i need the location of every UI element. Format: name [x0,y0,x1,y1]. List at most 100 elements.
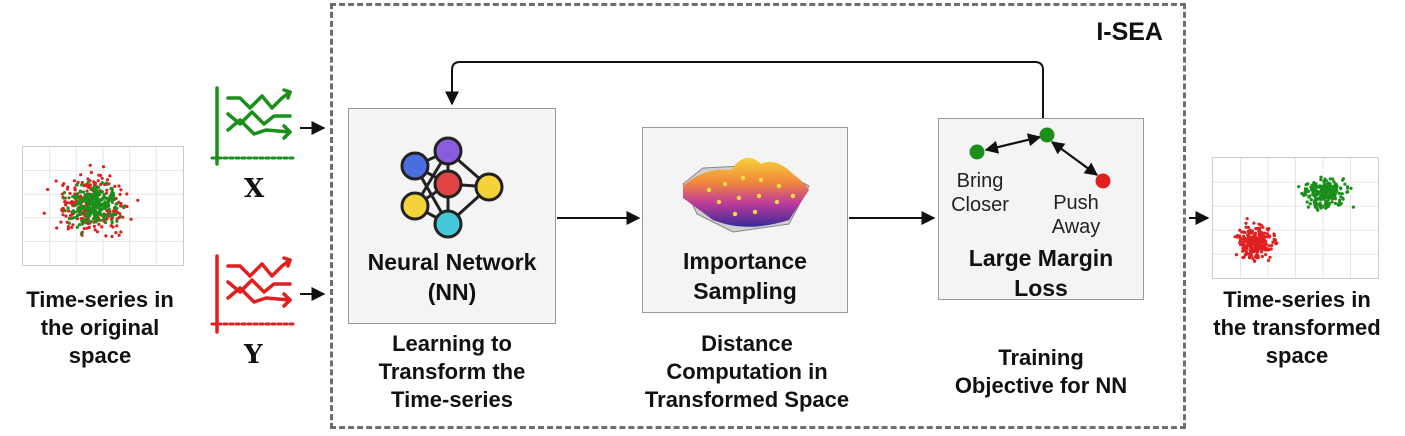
scatter-point [1253,234,1258,238]
scatter-point [66,225,70,229]
scatter-point [1257,232,1261,236]
scatter-point [1259,230,1263,234]
scatter-point [1303,190,1307,194]
scatter-point [1243,252,1247,257]
scatter-point [1244,225,1248,229]
scatter-point [67,221,71,225]
scatter-point [117,233,121,237]
scatter-point [83,193,87,197]
scatter-point [1253,231,1257,235]
scatter-point [1323,193,1327,197]
scatter-point [1246,241,1250,245]
scatter-point [101,165,106,169]
scatter-point [110,220,114,224]
scatter-point [63,208,67,212]
scatter-point [1326,203,1330,207]
scatter-point [87,202,91,207]
loss-caption: Training Objective for NN [954,345,1128,398]
scatter-point [1269,247,1273,251]
scatter-point [103,195,107,199]
scatter-point [92,224,96,228]
scatter-point [108,194,112,198]
scatter-point [1317,185,1321,189]
scatter-point [1242,241,1246,245]
scatter-point [115,219,119,223]
scatter-point [96,194,100,198]
scatter-point [54,179,58,183]
scatter-point [1333,197,1337,201]
scatter-point [1246,229,1250,233]
scatter-point [1328,183,1332,187]
scatter-point [94,212,98,216]
scatter-point [95,197,99,201]
scatter-point [75,225,79,229]
scatter-point [122,206,126,210]
scatter-point [107,182,111,186]
scatter-point [76,192,80,196]
scatter-point [92,207,96,211]
bring-closer-label: Bring Closer [951,170,1009,216]
scatter-point [1325,199,1329,203]
scatter-point [87,211,91,215]
scatter-point [98,205,102,209]
scatter-point [1324,206,1328,210]
scatter-point [100,176,104,180]
scatter-point [105,217,109,221]
scatter-point [115,206,119,210]
scatter-point [1241,246,1245,250]
scatter-point [89,198,93,202]
scatter-point [1332,186,1336,190]
scatter-point [125,204,129,209]
scatter-point [98,210,102,214]
scatter-point [1235,235,1239,239]
scatter-point [42,211,46,215]
scatter-point [1313,205,1317,209]
scatter-point [119,188,123,192]
scatter-point [80,222,84,226]
scatter-point [1265,246,1269,250]
scatter-point [1319,178,1323,182]
scatter-point [67,196,71,200]
scatter-point [1340,192,1344,196]
scatter-point [89,187,93,192]
scatter-point [82,227,86,231]
scatter-point [64,214,68,218]
scatter-point [1266,258,1271,263]
scatter-point [1320,195,1324,199]
scatter-point [1272,234,1276,238]
scatter-point [1303,187,1307,191]
scatter-point [1336,203,1341,207]
scatter-point [59,220,63,224]
scatter-point [1312,194,1316,198]
nn-caption: Learning to Transform the Time-series [378,331,526,412]
scatter-point [70,225,74,230]
scatter-point [1261,233,1265,237]
scatter-point [119,230,123,234]
scatter-point [105,188,109,192]
scatter-point [79,217,83,221]
scatter-point [1242,238,1246,243]
scatter-point [108,213,112,217]
scatter-point [119,204,123,208]
scatter-point [96,185,101,189]
y-series-icon [210,254,300,334]
scatter-point [1257,238,1261,242]
scatter-point [88,194,92,198]
scatter-point [1253,259,1257,263]
transformed-scatter [1213,158,1378,278]
scatter-point [89,219,93,223]
scatter-point [1308,194,1312,198]
scatter-point [74,215,78,219]
scatter-point [1261,247,1265,251]
scatter-point [1304,183,1308,187]
scatter-point [1265,232,1269,236]
scatter-point [105,178,110,182]
scatter-point [1244,221,1248,225]
scatter-point [1248,238,1252,242]
scatter-point [1330,200,1334,204]
scatter-point [104,181,109,185]
scatter-point [1343,182,1347,186]
scatter-point [65,187,69,191]
transformed-space-plot [1212,157,1379,279]
scatter-point [83,218,87,222]
